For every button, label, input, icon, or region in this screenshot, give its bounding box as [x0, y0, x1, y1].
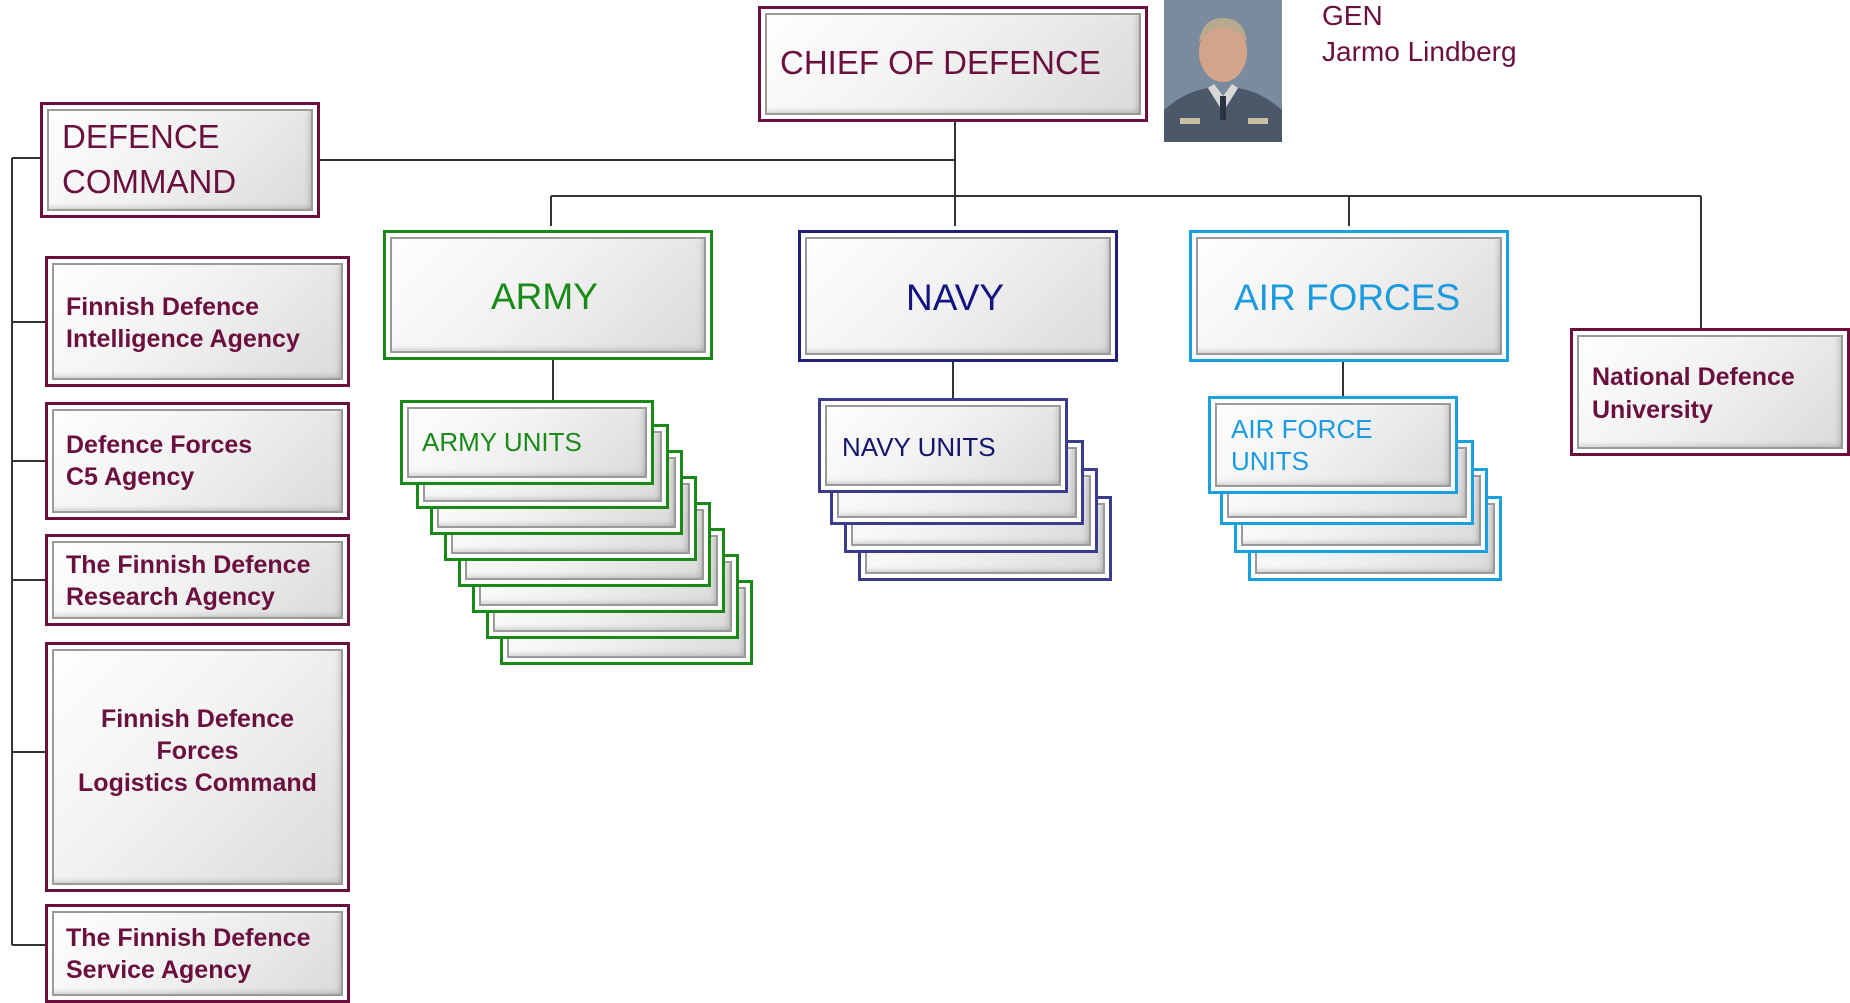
defence-command-box	[40, 102, 320, 218]
agency-c5-line2: C5 Agency	[66, 463, 195, 491]
portrait-icon	[1164, 0, 1282, 142]
agency-research-box	[45, 534, 350, 626]
agency-research-line1: The Finnish Defence	[66, 551, 311, 579]
agency-c5-box	[45, 402, 350, 520]
navy-units-front-card	[818, 398, 1068, 493]
agency-logistics-line2: Forces	[156, 737, 239, 765]
agency-intelligence-line1: Finnish Defence	[66, 293, 260, 321]
portrait-photo	[1164, 0, 1282, 142]
army-units-label: ARMY UNITS	[422, 427, 582, 457]
defence-command-line2: COMMAND	[62, 163, 237, 200]
air-units-front-card	[1208, 396, 1458, 494]
agency-c5-line1: Defence Forces	[66, 431, 253, 459]
defence-command-line1: DEFENCE	[62, 118, 220, 155]
navy-label: NAVY	[906, 277, 1005, 318]
air-forces-label: AIR FORCES	[1234, 277, 1461, 318]
chief-title: CHIEF OF DEFENCE	[780, 44, 1101, 81]
university-line2: University	[1592, 396, 1713, 424]
agency-service-box	[45, 904, 350, 1003]
agency-logistics-line1: Finnish Defence	[100, 705, 295, 733]
university-line1: National Defence	[1592, 363, 1795, 391]
agency-logistics-line3: Logistics Command	[78, 769, 317, 797]
air-units-label-line2: UNITS	[1231, 446, 1309, 476]
agency-intelligence-line2: Intelligence Agency	[66, 325, 300, 353]
university-box	[1570, 328, 1850, 456]
army-box	[383, 230, 713, 360]
chief-rank: GEN	[1322, 0, 1383, 31]
air-forces-box	[1189, 230, 1509, 362]
army-units-front-card	[400, 400, 654, 485]
air-units-label-line1: AIR FORCE	[1231, 414, 1373, 444]
agency-research-line2: Research Agency	[66, 583, 275, 611]
navy-box	[798, 230, 1118, 362]
chief-of-defence-box	[758, 6, 1148, 122]
agency-service-line1: The Finnish Defence	[66, 924, 311, 952]
agency-service-line2: Service Agency	[66, 956, 252, 984]
army-label: ARMY	[491, 276, 598, 317]
agency-logistics-box	[45, 642, 350, 892]
chief-name: Jarmo Lindberg	[1322, 36, 1517, 67]
agency-intelligence-box	[45, 256, 350, 387]
navy-units-label: NAVY UNITS	[842, 432, 996, 462]
